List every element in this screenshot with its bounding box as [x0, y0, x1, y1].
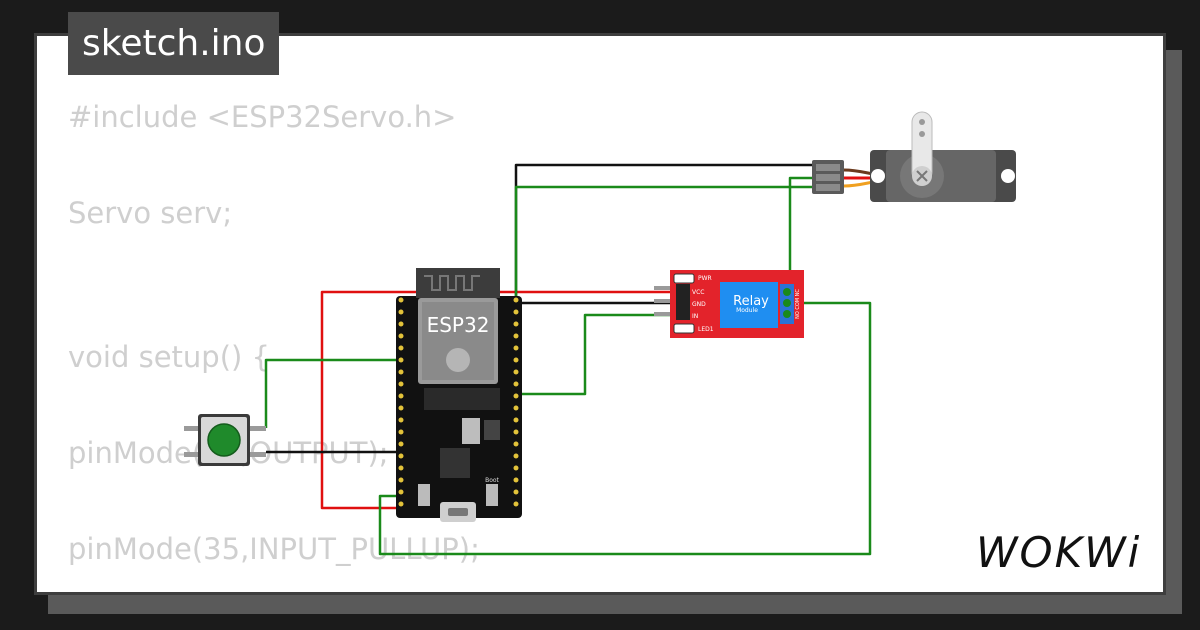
boot-label: Boot — [485, 477, 499, 484]
relay-subtitle: Module — [736, 307, 758, 314]
wire-green-relay-in[interactable] — [516, 313, 672, 396]
wire-green-relay-com[interactable] — [378, 301, 872, 556]
esp32-left-pins — [398, 297, 404, 507]
code-line: void setup() { — [68, 340, 270, 374]
wires — [264, 163, 872, 556]
relay-pwr-label: PWR — [698, 275, 712, 282]
relay-module[interactable]: PWR VCC GND IN LED1 Relay Module NO COM … — [654, 270, 804, 338]
esp32-board[interactable]: ESP32 Boot — [396, 268, 522, 522]
push-button[interactable] — [184, 414, 266, 466]
wire-green-servo-vcc[interactable] — [788, 176, 818, 292]
relay-led-label: LED1 — [698, 326, 714, 333]
relay-in-label: IN — [692, 313, 698, 320]
wire-green-button[interactable] — [264, 358, 400, 428]
relay-terminal-labels: NO COM NC — [795, 289, 801, 319]
file-tab[interactable]: sketch.ino — [68, 12, 280, 75]
code-line: pinMode(35,INPUT_PULLUP); — [68, 532, 480, 566]
code-line: #include <ESP32Servo.h> — [68, 100, 457, 134]
relay-gnd-label: GND — [692, 301, 706, 308]
esp32-label: ESP32 — [427, 313, 490, 337]
relay-title: Relay — [733, 294, 769, 309]
esp32-right-pins — [513, 297, 519, 507]
wire-green-servo-signal[interactable] — [514, 185, 818, 306]
relay-vcc-label: VCC — [692, 289, 704, 296]
code-line: Servo serv; — [68, 196, 233, 230]
servo-motor[interactable] — [812, 111, 1016, 202]
wokwi-logo: WOKWi — [976, 528, 1142, 577]
